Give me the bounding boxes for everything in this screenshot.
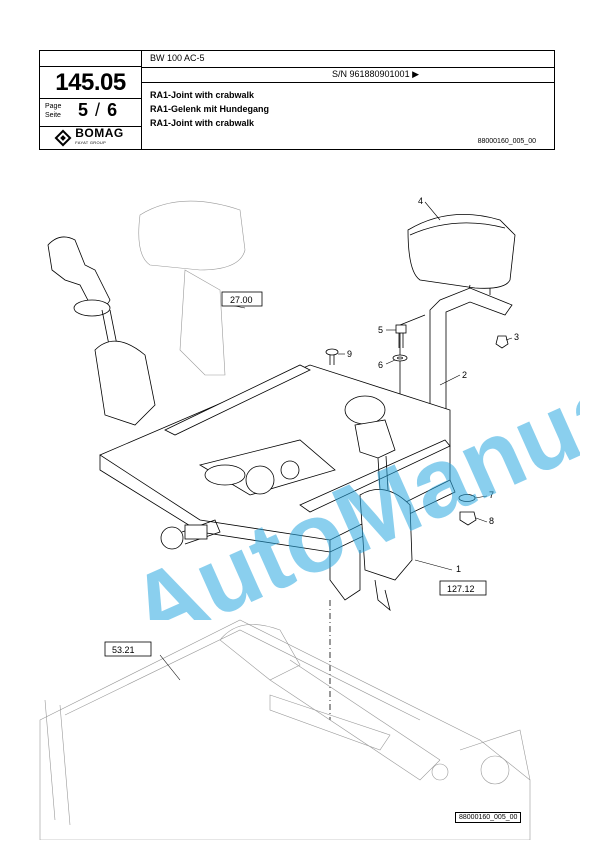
page-indicator: Page Seite 5 / 6 (40, 99, 141, 127)
ref-box-127 (439, 580, 487, 596)
washer-part-7 (458, 494, 476, 502)
part-number-9: 9 (347, 349, 352, 359)
chassis-ghost (39, 619, 531, 840)
page-code: 145.05 (40, 67, 141, 99)
page-label: Page (45, 103, 62, 110)
divider (142, 82, 554, 83)
washer-part-6 (392, 354, 408, 362)
page-separator: / (95, 100, 102, 120)
part-number-4: 4 (418, 196, 423, 206)
leader-lines (159, 201, 513, 681)
part-number-3: 3 (514, 332, 519, 342)
page-numbers: 5 / 6 (78, 100, 118, 121)
ref-label-27: 27.00 (230, 295, 253, 305)
ref-label-53: 53.21 (112, 645, 135, 655)
page-labels: Page Seite (45, 102, 61, 120)
title-block-left: 145.05 Page Seite 5 / 6 BOMAG FAYAT GROU… (40, 51, 142, 149)
section-titles: RA1-Joint with crabwalk RA1-Gelenk mit H… (150, 88, 269, 130)
logo-name: BOMAG (75, 126, 124, 140)
page-current: 5 (78, 100, 90, 120)
part-number-5: 5 (378, 325, 383, 335)
part-number-8: 8 (489, 516, 494, 526)
document-code: 88000160_005_00 (477, 138, 536, 145)
seite-label: Seite (45, 112, 61, 119)
bolt-part-5 (395, 324, 407, 348)
title-german: RA1-Gelenk mit Hundegang (150, 104, 270, 114)
logo-subtitle: FAYAT GROUP (75, 140, 107, 145)
part-number-2: 2 (462, 370, 467, 380)
bomag-logo: BOMAG FAYAT GROUP (40, 127, 141, 149)
seat-ghost (138, 200, 246, 376)
right-joystick (344, 395, 413, 612)
nut-part-8 (459, 511, 477, 526)
nut-part-3 (495, 335, 509, 349)
divider (142, 67, 554, 68)
seat-pad-part-4 (407, 214, 516, 296)
page-total: 6 (107, 100, 119, 120)
ref-box-53 (104, 641, 152, 657)
title-english-2: RA1-Joint with crabwalk (150, 118, 255, 128)
part-number-1: 1 (456, 564, 461, 574)
ref-label-127: 127.12 (447, 584, 475, 594)
screw-part-9 (325, 348, 339, 365)
logo-wordmark: BOMAG FAYAT GROUP (75, 126, 124, 148)
left-joystick (47, 236, 156, 426)
part-number-6: 6 (378, 360, 383, 370)
figure-code: 88000160_005_00 (455, 812, 522, 823)
title-english: RA1-Joint with crabwalk (150, 90, 255, 100)
serial-number: S/N 961880901001 ▶ (332, 69, 419, 79)
title-block-right: BW 100 AC-5 S/N 961880901001 ▶ RA1-Joint… (142, 51, 554, 149)
model-name: BW 100 AC-5 (150, 53, 205, 63)
title-block: 145.05 Page Seite 5 / 6 BOMAG FAYAT GROU… (39, 50, 555, 150)
part-number-7: 7 (489, 490, 494, 500)
exploded-parts-drawing: 27.00 127.12 53.21 1 2 3 4 5 6 7 8 9 (39, 196, 531, 840)
ref-box-27 (221, 291, 263, 307)
bomag-diamond-icon (54, 129, 72, 147)
spacer-row (40, 51, 141, 67)
ball-knob (160, 519, 221, 550)
